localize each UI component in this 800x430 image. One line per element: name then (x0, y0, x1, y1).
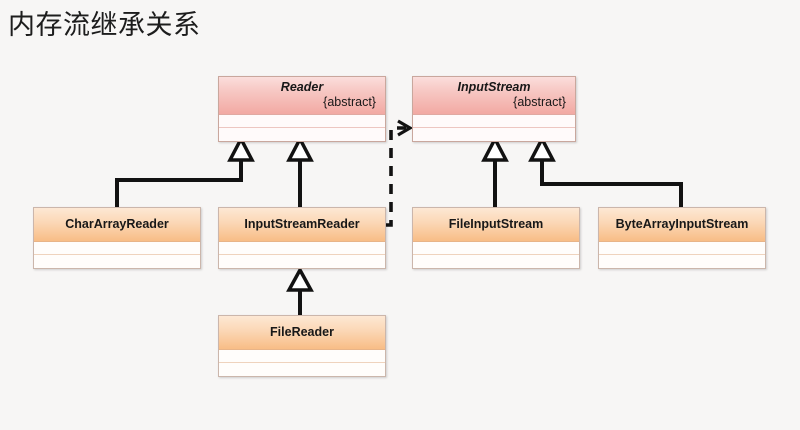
class-header-file-input-stream: FileInputStream (413, 208, 579, 242)
class-box-char-array-reader[interactable]: CharArrayReader (33, 207, 201, 269)
attributes-compartment-file-reader (219, 350, 385, 363)
class-box-reader[interactable]: Reader {abstract} (218, 76, 386, 142)
methods-compartment-file-input-stream (413, 255, 579, 268)
class-header-byte-array-input-stream: ByteArrayInputStream (599, 208, 765, 242)
methods-compartment-char-array-reader (34, 255, 200, 268)
edge-input-stream-reader-uses-input-stream (386, 119, 414, 227)
edge-file-input-stream-to-input-stream (481, 135, 509, 207)
methods-compartment-byte-array-input-stream (599, 255, 765, 268)
page-title: 内存流继承关系 (8, 10, 201, 40)
class-header-reader: Reader {abstract} (219, 77, 385, 115)
class-box-input-stream-reader[interactable]: InputStreamReader (218, 207, 386, 269)
class-header-file-reader: FileReader (219, 316, 385, 350)
class-header-char-array-reader: CharArrayReader (34, 208, 200, 242)
edge-char-array-reader-to-reader (115, 135, 255, 207)
class-box-byte-array-input-stream[interactable]: ByteArrayInputStream (598, 207, 766, 269)
methods-compartment-reader (219, 128, 385, 141)
class-header-input-stream: InputStream {abstract} (413, 77, 575, 115)
attributes-compartment-reader (219, 115, 385, 128)
methods-compartment-input-stream-reader (219, 255, 385, 268)
class-name-input-stream-reader: InputStreamReader (244, 217, 360, 231)
class-box-file-input-stream[interactable]: FileInputStream (412, 207, 580, 269)
edge-byte-array-input-stream-to-input-stream (528, 135, 683, 207)
edge-file-reader-to-input-stream-reader (286, 266, 314, 315)
class-name-byte-array-input-stream: ByteArrayInputStream (615, 217, 749, 231)
methods-compartment-file-reader (219, 363, 385, 376)
attributes-compartment-byte-array-input-stream (599, 242, 765, 255)
class-box-file-reader[interactable]: FileReader (218, 315, 386, 377)
methods-compartment-input-stream (413, 128, 575, 141)
edge-input-stream-reader-to-reader (286, 135, 314, 207)
class-name-char-array-reader: CharArrayReader (65, 217, 169, 231)
class-name-input-stream: InputStream (457, 80, 531, 94)
attributes-compartment-input-stream-reader (219, 242, 385, 255)
class-header-input-stream-reader: InputStreamReader (219, 208, 385, 242)
class-stereotype-reader: {abstract} (323, 95, 376, 109)
class-name-reader: Reader (280, 80, 324, 94)
attributes-compartment-input-stream (413, 115, 575, 128)
class-stereotype-input-stream: {abstract} (513, 95, 566, 109)
attributes-compartment-char-array-reader (34, 242, 200, 255)
attributes-compartment-file-input-stream (413, 242, 579, 255)
class-name-file-input-stream: FileInputStream (448, 217, 544, 231)
class-box-input-stream[interactable]: InputStream {abstract} (412, 76, 576, 142)
class-name-file-reader: FileReader (270, 325, 334, 339)
